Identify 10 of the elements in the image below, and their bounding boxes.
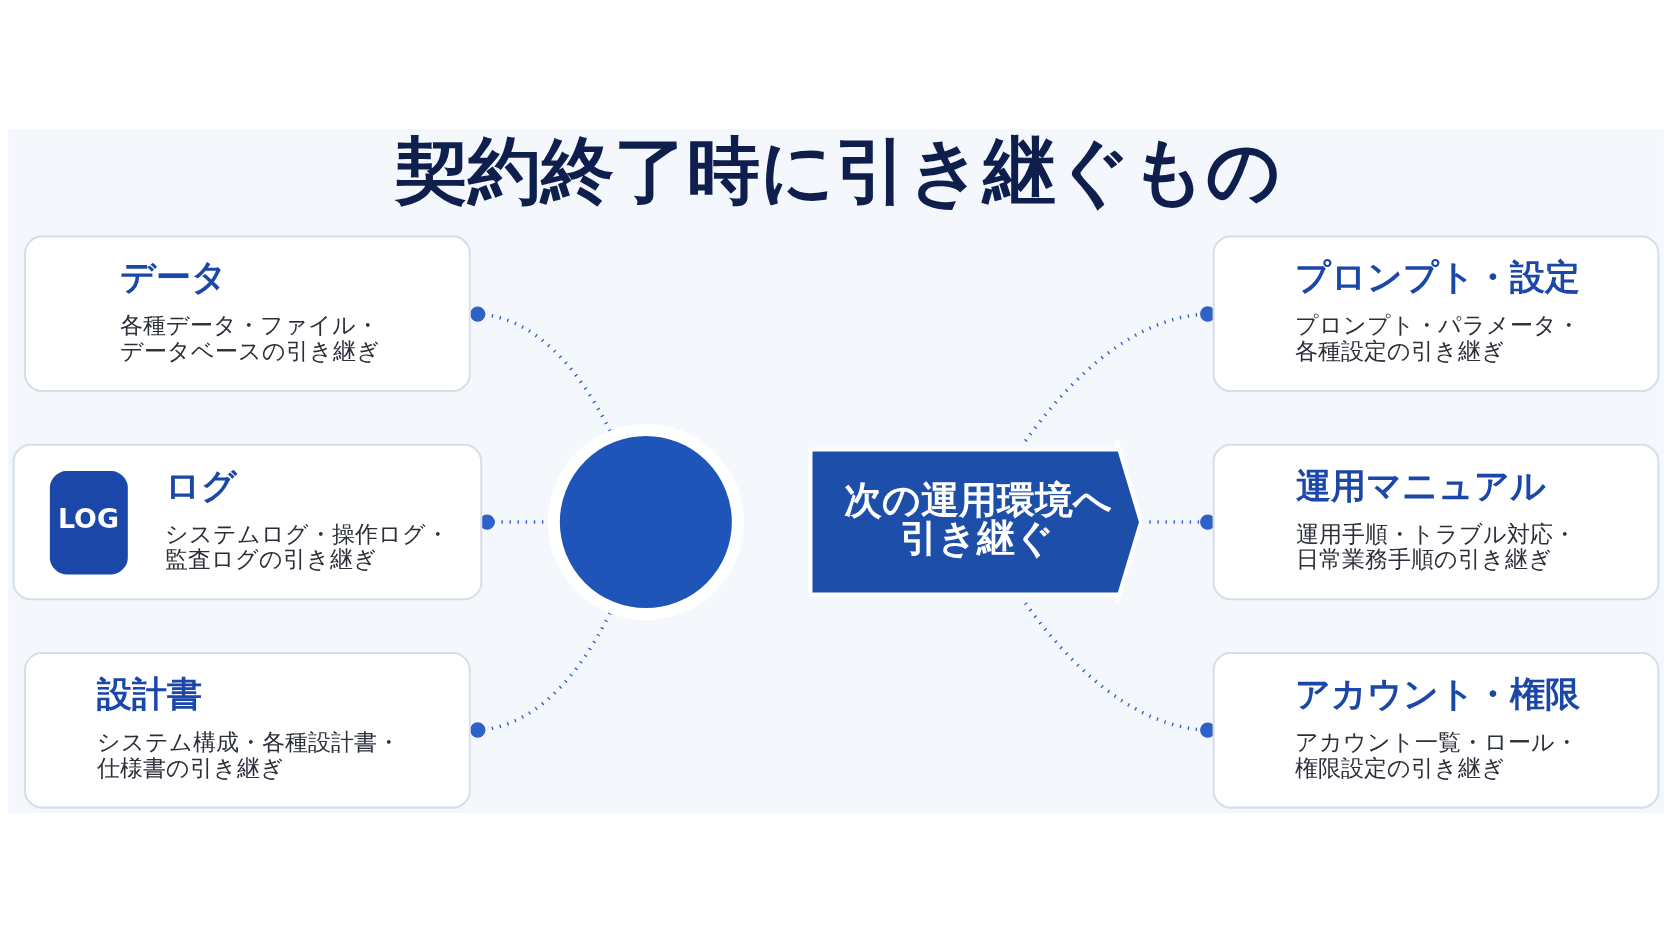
diagram-title: 契約終了時に引き継ぐもの	[395, 128, 1282, 213]
node-box: アカウント・権限 アカウント一覧・ロール・権限設定の引き継ぎ	[1212, 651, 1660, 809]
connector	[1024, 305, 1216, 442]
node-box: データ 各種データ・ファイル・データベースの引き継ぎ	[24, 235, 471, 392]
node-box: LOG ログ システムログ・操作ログ・監査ログの引き継ぎ	[12, 443, 483, 600]
node-box: 運用マニュアル 運用手順・トラブル対応・日常業務手順の引き継ぎ	[1212, 443, 1660, 600]
node-circle	[547, 423, 744, 620]
connector	[1024, 601, 1216, 738]
node-box: 設計書 システム構成・各種設計書・仕様書の引き継ぎ	[24, 651, 471, 809]
node-box: プロンプト・設定 プロンプト・パラメータ・各種設定の引き継ぎ	[1212, 235, 1660, 392]
